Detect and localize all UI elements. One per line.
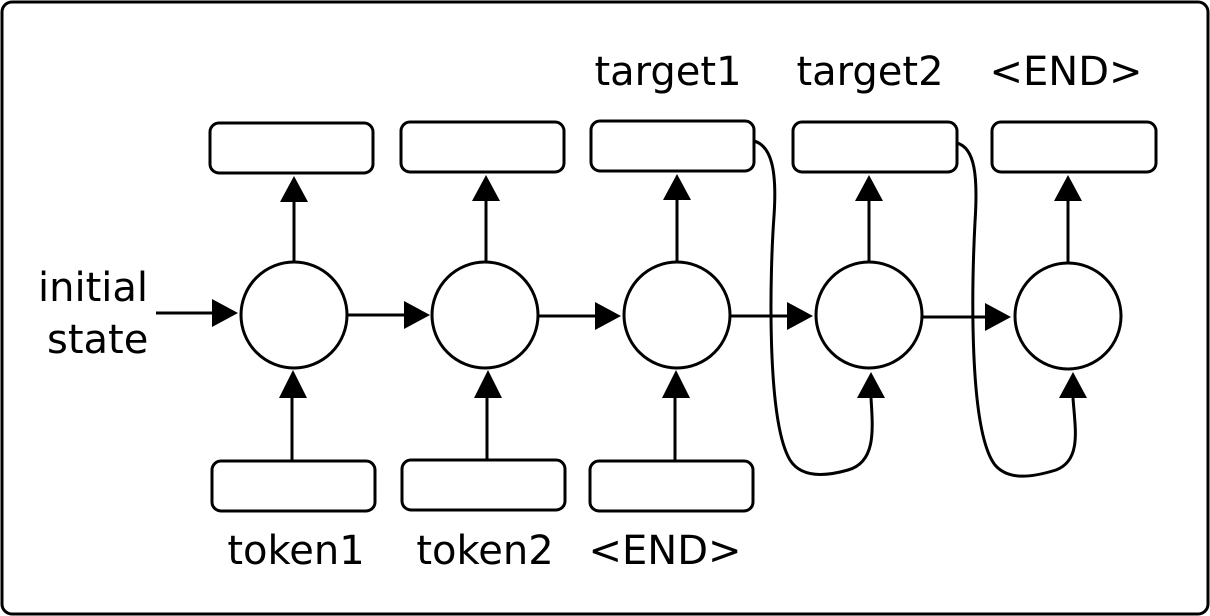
arrow-cell3-to-output3 <box>663 174 691 262</box>
arrow-cell1-to-output1 <box>280 176 308 262</box>
output-label-target1: target1 <box>594 49 742 95</box>
arrow-input3-to-cell3 <box>662 370 690 460</box>
rnn-cell-3 <box>622 260 732 370</box>
input-label-token1: token1 <box>227 528 365 574</box>
output-box-2 <box>399 120 566 174</box>
initial-state-label-line1: initial <box>38 265 148 311</box>
input-box-1 <box>210 459 377 513</box>
arrow-cell4-to-output4 <box>855 175 883 262</box>
arrow-cell3-to-cell4 <box>730 302 813 330</box>
initial-state-label-line2: state <box>47 317 149 363</box>
arrow-cell5-to-output5 <box>1054 175 1082 263</box>
feedback-output4-to-cell5 <box>956 141 1087 478</box>
arrow-cell1-to-cell2 <box>347 301 430 329</box>
arrow-input1-to-cell1 <box>279 370 307 460</box>
feedback-output3-to-cell4 <box>753 139 885 477</box>
rnn-cell-5 <box>1013 261 1123 371</box>
arrow-initial-to-cell1 <box>156 299 238 327</box>
rnn-cell-2 <box>430 260 540 370</box>
rnn-cell-4 <box>814 260 924 370</box>
output-label-target2: target2 <box>796 49 944 95</box>
output-box-1 <box>208 121 375 175</box>
input-label-token2: token2 <box>416 528 554 574</box>
input-box-3 <box>588 459 755 513</box>
input-label-end: <END> <box>588 528 742 574</box>
arrow-cell4-to-cell5 <box>922 303 1011 331</box>
arrow-input2-to-cell2 <box>474 370 502 459</box>
input-box-2 <box>400 458 567 512</box>
rnn-cell-1 <box>239 260 349 370</box>
output-label-end: <END> <box>989 49 1143 95</box>
arrow-cell2-to-output2 <box>472 175 500 262</box>
output-box-5 <box>990 120 1158 174</box>
output-box-3 <box>589 119 756 173</box>
output-box-4 <box>791 120 959 174</box>
arrow-cell2-to-cell3 <box>538 302 621 330</box>
